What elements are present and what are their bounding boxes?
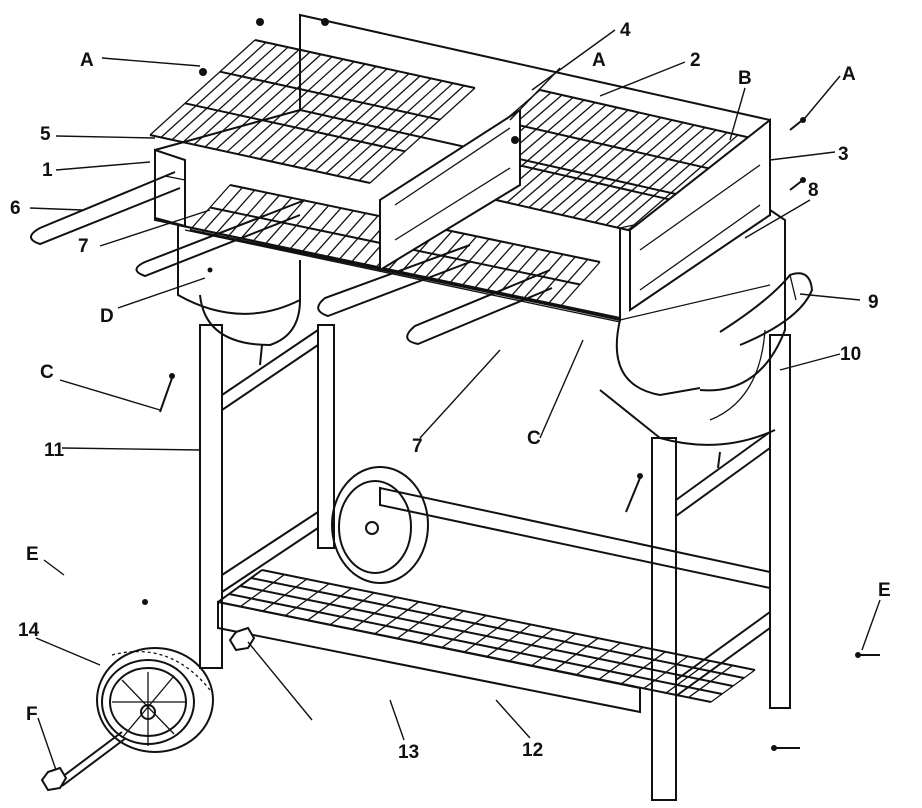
stand-frame [199, 324, 791, 801]
label-12: 12 [522, 740, 543, 761]
screws [142, 18, 880, 751]
label-10: 10 [840, 344, 861, 365]
label-4: 4 [620, 20, 631, 41]
label-11: 11 [44, 440, 65, 461]
label-D: D [100, 306, 114, 327]
label-E: E [26, 544, 39, 565]
label-13: 13 [398, 742, 419, 763]
side-handle-9 [719, 272, 814, 346]
left-end-panel [154, 148, 186, 228]
label-7: 7 [412, 436, 423, 457]
label-2: 2 [690, 50, 701, 71]
label-3: 3 [838, 144, 849, 165]
back-wheel [331, 466, 429, 584]
front-wheel [96, 647, 214, 753]
left-cooking-grid [149, 39, 476, 184]
label-A: A [842, 64, 856, 85]
center-divider-panel [379, 108, 521, 272]
right-end-panel [629, 117, 771, 312]
label-C: C [40, 362, 54, 383]
label-F: F [26, 704, 38, 725]
label-6: 6 [10, 198, 21, 219]
axle-bolt [40, 626, 256, 792]
part-labels: A A A B 4 2 3 5 1 6 7 8 9 10 D C 11 7 C … [10, 20, 891, 763]
label-A: A [80, 50, 94, 71]
label-5: 5 [40, 124, 51, 145]
label-8: 8 [808, 180, 819, 201]
label-A: A [592, 50, 606, 71]
label-1: 1 [42, 160, 53, 181]
label-9: 9 [868, 292, 879, 313]
bottom-shelf-rack [217, 569, 756, 703]
label-7: 7 [78, 236, 89, 257]
leader-lines [29, 29, 881, 771]
label-14: 14 [18, 620, 40, 641]
label-E: E [878, 580, 891, 601]
grid-handles [30, 171, 553, 346]
label-B: B [738, 68, 752, 89]
label-C: C [527, 428, 541, 449]
